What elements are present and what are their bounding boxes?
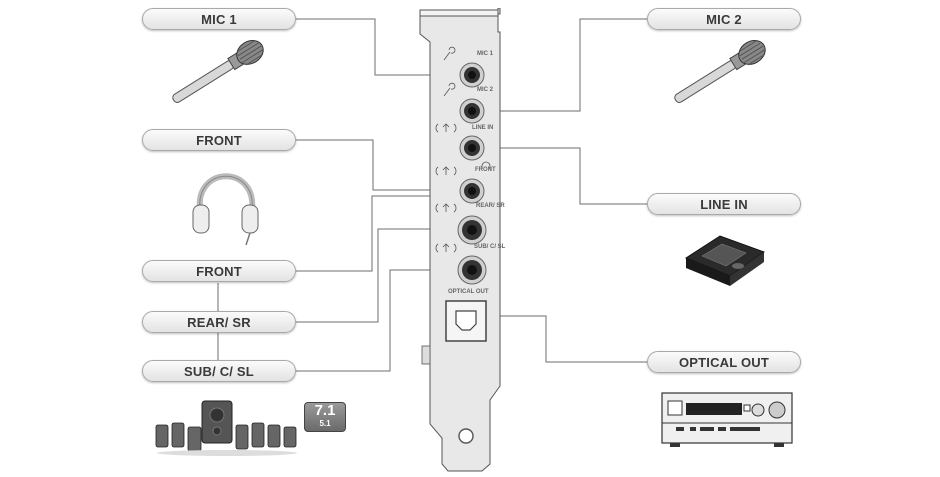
audio-icon [435,243,457,253]
mic2-jack [459,98,485,124]
port-label-sub: SUB/ C/ SL [474,244,506,250]
mic-icon [443,46,456,61]
line-in-jack [459,135,485,161]
port-label-front: FRONT [475,167,496,173]
media-player-icon [684,235,766,286]
sub-c-sl-label: SUB/ C/ SL [142,360,296,382]
port-label-mic2: MIC 2 [477,87,494,93]
audio-icon [435,203,457,213]
port-label-line-in: LINE IN [472,125,493,131]
optical-out-label: OPTICAL OUT [647,351,801,373]
mic1-label: MIC 1 [142,8,296,30]
line-in-label: LINE IN [647,193,801,215]
headphone-icon [481,161,491,169]
rear-jack [457,215,487,245]
av-receiver-icon [661,392,793,447]
mic1-jack [459,62,485,88]
audio-icon [435,166,457,176]
microphone-icon [674,40,766,103]
speaker-system-icon [155,400,297,456]
mic-icon [443,82,456,97]
microphone-icon [172,40,264,103]
headphones-icon [192,173,259,246]
sub-jack [457,255,487,285]
rear-sr-label: REAR/ SR [142,311,296,333]
port-label-optical: OPTICAL OUT [448,289,489,295]
front-headphones-label: FRONT [142,129,296,151]
mic2-label: MIC 2 [647,8,801,30]
port-label-mic1: MIC 1 [477,51,494,57]
channel-badge: 7.1 5.1 [304,402,346,432]
optical-port [445,300,487,342]
port-label-rear: REAR/ SR [476,203,505,209]
front-jack [459,178,485,204]
front-speakers-label: FRONT [142,260,296,282]
sound-card-bracket: MIC 1 MIC 2 LINE IN FRONT REAR/ SR SUB/ … [419,8,506,472]
badge-71: 7.1 [314,402,336,419]
audio-icon [435,123,457,133]
badge-51: 5.1 [319,419,331,428]
